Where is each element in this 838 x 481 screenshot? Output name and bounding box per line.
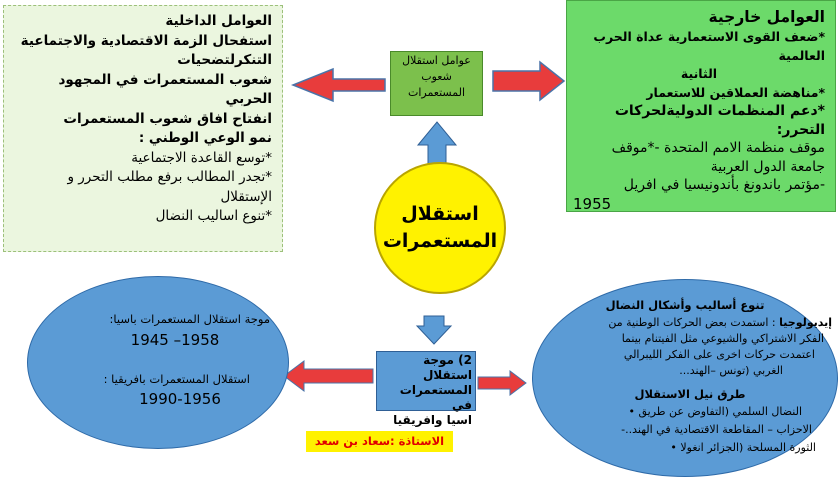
ways-item: الثورة المسلحة (الجزائر انغولا • (590, 440, 816, 456)
methods-line: اعتمدت حركات اخرى على الفكر الليبرالي (623, 348, 815, 361)
internal-line: استفحال الزمة الاقتصادية والاجتماعية (20, 32, 272, 49)
africa-label: استقلال المستعمرات بافريقيا : (103, 372, 250, 386)
factors-box: عوامل استقلال شعوب المستعمرات (390, 51, 483, 116)
ideology-line: إيديولوجيا : استمدت بعض الحركات الوطنية … (542, 315, 832, 331)
methods-line: الغربي (تونس –الهند... (679, 364, 783, 377)
internal-line: انفتاح افاق شعوب المستعمرات (63, 110, 272, 127)
bullet-icon: • (628, 405, 639, 418)
internal-line: شعوب المستعمرات في المجهود الحربي (58, 71, 272, 108)
wave2-box: 2) موجة استقلال المستعمرات في اسيا وافري… (376, 351, 476, 427)
arrow-right-red-icon (492, 60, 566, 102)
center-circle: استقلال المستعمرات (374, 162, 506, 294)
external-line: الثانية (680, 66, 718, 81)
methods-line: الفكر الاشتراكي والشيوعي مثل الفيتنام بي… (621, 332, 824, 345)
factors-line: شعوب (421, 70, 452, 83)
external-line: -مؤتمر باندونغ بأندونيسيا في افريل (623, 177, 825, 193)
external-line: *مناهضة العملاقين للاستعمار (646, 84, 825, 100)
factors-line: المستعمرات (407, 86, 466, 99)
center-line: استقلال (401, 203, 479, 225)
bullet-icon: • (670, 441, 681, 454)
internal-line: نمو الوعي الوطني : (138, 130, 272, 146)
africa-years: 1990-1956 (139, 390, 221, 408)
internal-line: *تنوع اساليب النضال (155, 208, 272, 224)
internal-factors-box: العوامل الداخلية استفحال الزمة الاقتصادي… (3, 5, 283, 252)
struggle-methods-ellipse (532, 279, 838, 477)
methods-title: تنوع أساليب وأشكال النضال (605, 298, 765, 312)
wave2-line: 2) موجة استقلال (423, 353, 472, 382)
arrow-left-red-icon (283, 360, 374, 392)
arrow-right-red-icon (477, 370, 527, 396)
center-line: المستعمرات (382, 230, 498, 252)
external-line: *ضعف القوى الاستعمارية عداة الحرب العالم… (593, 29, 825, 63)
asia-years: 1958– 1945 (130, 331, 220, 349)
ways-item-text: النضال السلمي (التفاوض عن طريق (638, 405, 802, 418)
asia-label: موجة استقلال المستعمرات باسيا: (109, 312, 270, 326)
ideology-label: إيديولوجيا (779, 316, 832, 329)
external-line: موقف منظمة الامم المتحدة -*موقف (611, 140, 825, 156)
external-title: العوامل خارجية (708, 8, 825, 26)
ways-item-text: الثورة المسلحة (الجزائر انغولا (680, 441, 816, 454)
ways-item: الاحزاب – المقاطعة الاقتصادية في الهند..… (621, 423, 812, 436)
external-factors-box: العوامل خارجية *ضعف القوى الاستعمارية عد… (566, 0, 836, 213)
internal-title: العوامل الداخلية (165, 13, 272, 29)
internal-line: الإستقلال (220, 188, 272, 205)
external-line: *دعم المنظمات الدوليةلحركات التحرر: (614, 103, 825, 138)
internal-line: *توسع القاعدة الاجتماعية (131, 149, 272, 166)
ideology-text: : استمدت بعض الحركات الوطنية من (608, 316, 776, 329)
external-line: 1955 (573, 194, 612, 213)
arrow-left-red-icon (290, 67, 386, 103)
wave2-line: المستعمرات في (399, 383, 472, 412)
independence-waves-ellipse (27, 276, 289, 449)
arrow-down-blue-icon (415, 315, 453, 345)
ways-title: طرق نيل الاستقلال (634, 387, 746, 401)
internal-line: *تجدر المطالب برفع مطلب التحرر و (67, 169, 272, 185)
teacher-label: الاستاذة :سعاد بن سعد (306, 431, 453, 452)
ways-item: النضال السلمي (التفاوض عن طريق • (580, 404, 802, 420)
factors-line: عوامل استقلال (402, 54, 471, 67)
external-line: جامعة الدول العربية (710, 158, 825, 175)
wave2-line: اسيا وافريقيا (393, 413, 472, 427)
internal-line: التنكرلتضحيات (177, 52, 272, 68)
